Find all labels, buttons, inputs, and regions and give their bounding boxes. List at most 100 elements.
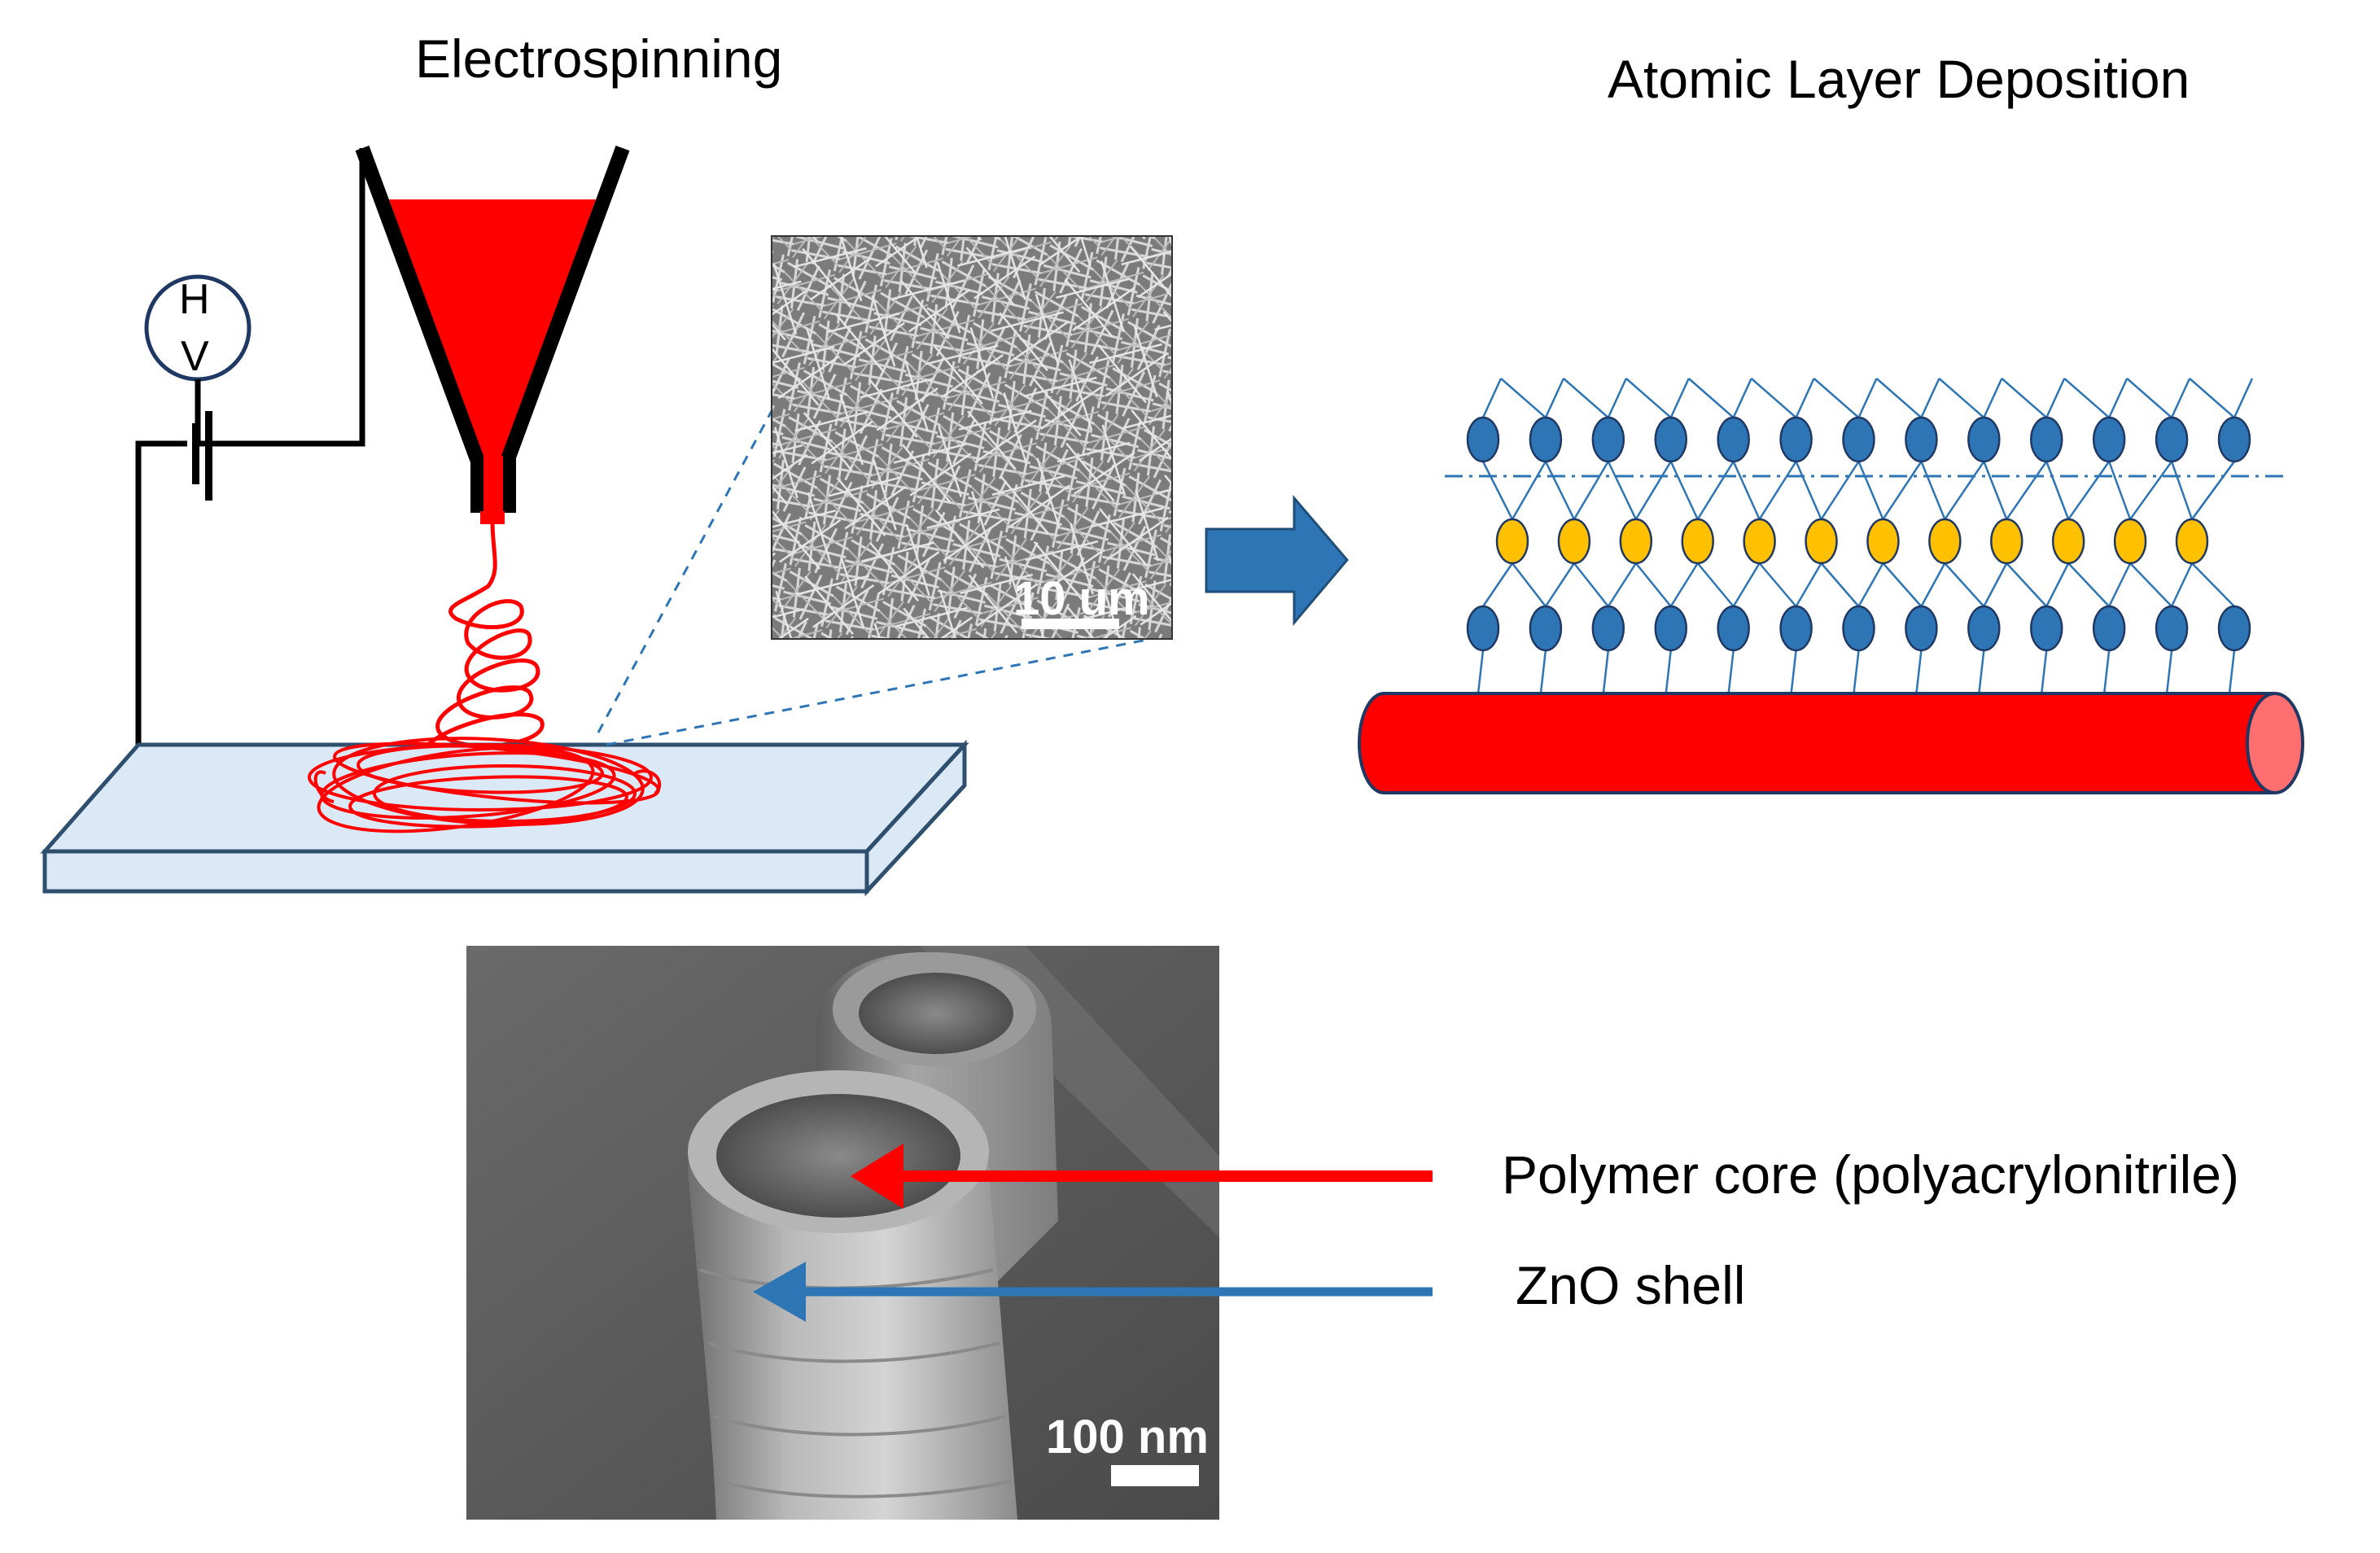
ald-bond: [1544, 378, 1565, 418]
sem-scale-bar: [1022, 619, 1119, 629]
ald-atom-blue: [1466, 416, 1500, 463]
ald-bond: [1573, 461, 1609, 520]
ald-atom-blue: [2217, 605, 2251, 652]
ald-bond: [1544, 461, 1576, 520]
ald-title: Atomic Layer Deposition: [1608, 49, 2190, 109]
ald-atom-yellow: [1495, 518, 1529, 565]
ald-bond: [1758, 562, 1797, 607]
ald-atom-blue: [2155, 605, 2189, 652]
ald-atom-blue: [2092, 416, 2126, 463]
ald-bond: [1857, 378, 1878, 418]
ald-bond: [2170, 562, 2194, 607]
ald-bond: [1920, 461, 1946, 520]
ald-bond: [1481, 378, 1503, 418]
battery-icon: [192, 411, 212, 501]
ald-bond: [2191, 562, 2235, 607]
ald-bond: [2067, 562, 2111, 607]
ald-bond: [2228, 650, 2236, 694]
ald-bond: [1625, 378, 1672, 418]
ald-bond: [2001, 378, 2048, 418]
ald-bond: [1607, 378, 1627, 418]
ald-bond: [1481, 562, 1514, 607]
ald-bond: [1795, 461, 1822, 520]
power-supply-label-h: H: [179, 276, 210, 323]
ald-atom-blue: [1529, 605, 1563, 652]
ald-atom-yellow: [1557, 518, 1591, 565]
ald-atom-blue: [1717, 605, 1750, 652]
ald-bond: [1696, 562, 1735, 607]
polymer-fiber-cylinder: [1358, 692, 2304, 794]
ald-bond: [2165, 650, 2173, 694]
ald-bond: [2006, 562, 2048, 607]
ald-bond: [2045, 378, 2066, 418]
ald-bond: [1857, 562, 1884, 607]
ald-bond: [2108, 378, 2128, 418]
ald-bond: [1875, 378, 1923, 418]
ald-bond: [1732, 461, 1761, 520]
fiber-cross-section: [2246, 692, 2304, 794]
circuit-wires: [135, 148, 365, 745]
ald-bond: [1607, 461, 1637, 520]
ald-bond: [2102, 650, 2111, 694]
ald-atom-yellow: [2113, 518, 2147, 565]
ald-atom-yellow: [1619, 518, 1653, 565]
ald-bond: [1795, 562, 1822, 607]
ald-bond: [2063, 378, 2110, 418]
sem-bottom-scale-label: 100 nm: [1046, 1411, 1209, 1463]
ald-atom-blue: [1967, 605, 2001, 652]
ald-bond: [1857, 461, 1884, 520]
ald-atom-blue: [1779, 416, 1813, 463]
ald-bond: [1978, 650, 1985, 694]
ald-bond: [2129, 562, 2172, 607]
ald-atom-blue: [2092, 605, 2126, 652]
ald-bond: [1511, 461, 1547, 520]
ald-bond: [1512, 562, 1547, 607]
ald-bond: [2170, 378, 2191, 418]
ald-bond: [1882, 562, 1923, 607]
ald-bond: [1607, 562, 1637, 607]
ald-bond: [1820, 461, 1860, 520]
ald-atom-blue: [1717, 416, 1750, 463]
ald-diagram: [1445, 378, 2283, 694]
ald-atom-blue: [1905, 605, 1938, 652]
ald-atom-blue: [1842, 605, 1875, 652]
ald-atom-blue: [2030, 605, 2063, 652]
ald-atom-blue: [1529, 416, 1563, 463]
ald-bond: [1665, 650, 1672, 694]
ald-bond: [1539, 650, 1547, 694]
ald-bond: [1687, 378, 1735, 418]
ald-bond: [2067, 461, 2111, 520]
ald-bond: [1944, 562, 1985, 607]
ald-bond: [1853, 650, 1860, 694]
ald-atom-blue: [1905, 416, 1938, 463]
ald-bond: [1544, 562, 1575, 607]
ald-bond: [2041, 650, 2048, 694]
ald-atom-blue: [1591, 416, 1625, 463]
ald-atom-yellow: [1681, 518, 1714, 565]
core-arrow: [851, 1144, 1433, 1209]
ald-atom-blue: [1591, 605, 1625, 652]
process-arrow-icon: [1205, 494, 1349, 627]
ald-bond: [1669, 562, 1699, 607]
ald-bond: [2045, 562, 2070, 607]
ald-bond: [1938, 378, 1985, 418]
ald-bond: [1732, 562, 1761, 607]
zno-shell-label: ZnO shell: [1516, 1255, 1745, 1315]
ald-bond: [1795, 378, 1815, 418]
ald-atom-yellow: [1866, 518, 1900, 565]
sem-bottom-scale-bar: [1111, 1465, 1199, 1486]
ald-bond: [1750, 378, 1797, 418]
ald-bond: [1920, 378, 1940, 418]
ald-bond: [1920, 562, 1946, 607]
ald-bond: [1882, 461, 1923, 520]
ald-atom-yellow: [1928, 518, 1962, 565]
ald-bond: [1813, 378, 1860, 418]
ald-bond: [1696, 461, 1735, 520]
ald-bond: [1634, 562, 1672, 607]
ald-atom-yellow: [1805, 518, 1838, 565]
ald-atom-yellow: [1743, 518, 1776, 565]
shell-arrow: [753, 1262, 1433, 1322]
ald-atom-blue: [2155, 416, 2189, 463]
ald-bond: [1602, 650, 1610, 694]
